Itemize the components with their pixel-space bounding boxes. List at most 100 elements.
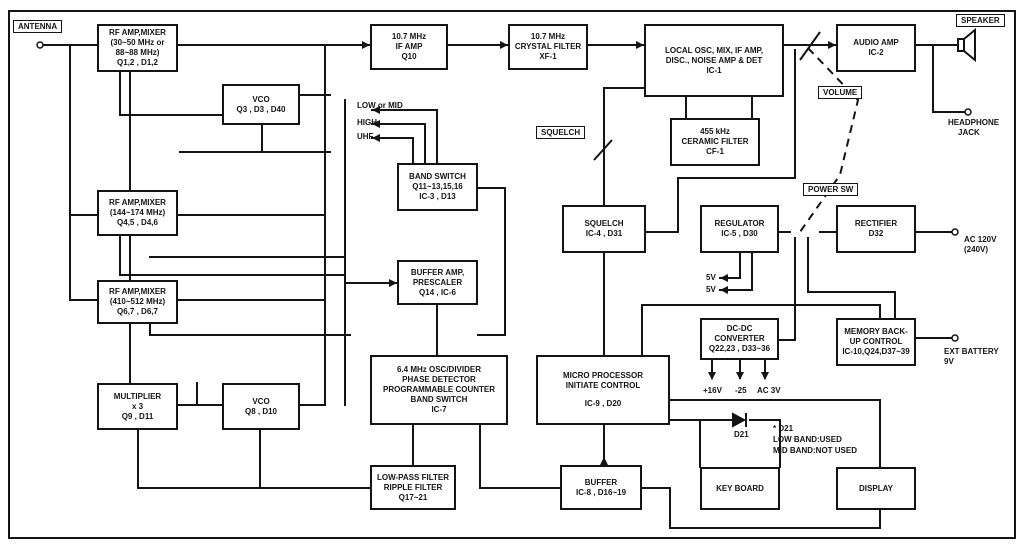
squelch-knob-tag: SQUELCH [536,126,586,139]
block-line: (410~512 MHz) [109,297,166,306]
buffer-ic8: BUFFER IC-8 , D16~19 [560,465,642,510]
block-line: RIPPLE FILTER [383,482,443,492]
low-or-mid-label: LOW or MID [357,101,403,110]
dc-dc-converter: DC-DC CONVERTER Q22,23 , D33~36 [700,318,779,360]
block-line: MICRO PROCESSOR [562,371,643,380]
block-line: 455 kHz [700,127,730,136]
keyboard: KEY BOARD [700,467,780,510]
mid-band-note: MID BAND:NOT USED [773,446,857,455]
block-line: VCO [252,396,270,406]
uhf-label: UHF [357,132,374,141]
block-line: RF AMP,MIXER [109,28,166,37]
rf-amp-mixer-2: RF AMP,MIXER (144~174 MHz) Q4,5 , D4,6 [97,190,178,236]
squelch-ic4: SQUELCH IC-4 , D31 [562,205,646,253]
block-line: (30~50 MHz or [110,38,165,47]
regulator-ic5: REGULATOR IC-5 , D30 [700,205,779,253]
block-line: XF-1 [539,52,557,61]
block-line: BAND SWITCH [410,395,468,404]
block-line: Q22,23 , D33~36 [708,344,771,353]
antenna-tag: ANTENNA [13,20,63,33]
out-25-label: -25 [735,386,747,395]
block-line: IC-1 [706,65,722,75]
ac-240v-label: (240V) [964,245,989,254]
block-line: RF AMP,MIXER [109,198,166,207]
block-line: IC-10,Q24,D37~39 [842,347,910,356]
speaker-tag: SPEAKER [956,14,1005,27]
block-line: REGULATOR [714,219,765,228]
v5-label-b: 5V [706,285,716,294]
out-ac3v-label: AC 3V [757,386,781,395]
block-line: IC-5 , D30 [721,229,758,238]
block-line: VCO [252,94,270,104]
crystal-filter: 10.7 MHz CRYSTAL FILTER XF-1 [508,24,588,70]
block-line: x 3 [131,401,144,411]
low-band-note: LOW BAND:USED [773,435,842,444]
power-sw-tag: POWER SW [803,183,859,196]
block-line: Q10 [401,52,417,61]
block-line: IF AMP [395,42,423,51]
block-line: CERAMIC FILTER [681,137,749,146]
block-line: SQUELCH [584,219,624,228]
block-line: UP CONTROL [849,337,903,346]
block-line: Q3 , D3 , D40 [236,104,286,114]
block-line: IC-2 [868,48,884,57]
block-line: LOCAL OSC, MIX, IF AMP, [664,45,764,55]
block-line: INITIATE CONTROL [565,381,641,390]
rf-amp-mixer-3: RF AMP,MIXER (410~512 MHz) Q6,7 , D6,7 [97,280,178,324]
block-line: LOW-PASS FILTER [377,472,449,482]
block-line: Q14 , IC-6 [419,287,456,297]
multiplier: MULTIPLIER x 3 Q9 , D11 [97,383,178,430]
vco-1: VCO Q3 , D3 , D40 [222,84,300,125]
block-line: CF-1 [706,147,724,156]
band-switch: BAND SWITCH Q11~13,15,16 IC-3 , D13 [397,163,478,211]
memory-backup-control: MEMORY BACK- UP CONTROL IC-10,Q24,D37~39 [836,318,916,366]
buffer-amp-prescaler: BUFFER AMP, PRESCALER Q14 , IC-6 [397,260,478,305]
ext-9v-label: 9V [944,357,954,366]
local-osc-ic1: LOCAL OSC, MIX, IF AMP, DISC., NOISE AMP… [644,24,784,97]
block-line: AUDIO AMP [853,38,899,47]
block-line: CRYSTAL FILTER [514,42,582,51]
volume-tag: VOLUME [818,86,863,99]
block-line: Q6,7 , D6,7 [117,307,158,316]
block-line: D32 [868,229,884,238]
headphone-label: HEADPHONE [948,118,1000,127]
block-line: PROGRAMMABLE COUNTER [383,385,495,394]
display: DISPLAY [836,467,916,510]
jack-label: JACK [958,128,980,137]
high-label: HIGH [357,118,377,127]
d21-note: * D21 [773,424,794,433]
block-line: IC-9 , D20 [584,399,622,408]
block-line: BAND SWITCH [409,172,466,181]
block-line: Q8 , D10 [244,406,277,416]
block-line: Q4,5 , D4,6 [117,218,158,227]
block-line: KEY BOARD [716,483,764,493]
block-line: IC-3 , D13 [419,192,456,201]
out-16v-label: +16V [703,386,722,395]
block-line: IC-7 [431,405,447,414]
block-line: BUFFER [584,477,618,487]
block-line: PRESCALER [412,277,463,287]
block-line: (144~174 MHz) [109,208,166,217]
if-amp: 10.7 MHz IF AMP Q10 [370,24,448,70]
ext-battery-label: EXT BATTERY [944,347,999,356]
block-line: IC-4 , D31 [585,229,623,238]
ceramic-filter: 455 kHz CERAMIC FILTER CF-1 [670,118,760,166]
d21-label: D21 [734,430,749,439]
block-line: CONVERTER [714,334,765,343]
block-line: DISPLAY [859,483,893,493]
vco-2: VCO Q8 , D10 [222,383,300,430]
rf-amp-mixer-1: RF AMP,MIXER (30~50 MHz or 88~88 MHz) Q1… [97,24,178,72]
block-line: MULTIPLIER [113,391,162,401]
block-line: MEMORY BACK- [844,327,908,336]
block-line: DISC., NOISE AMP & DET [665,55,763,65]
block-line: 10.7 MHz [391,32,427,41]
block-line: Q11~13,15,16 [412,182,463,191]
block-line: IC-8 , D16~19 [575,487,627,497]
micro-processor: MICRO PROCESSOR INITIATE CONTROL IC-9 , … [536,355,670,425]
block-line: Q17~21 [398,492,428,502]
low-pass-filter: LOW-PASS FILTER RIPPLE FILTER Q17~21 [370,465,456,510]
osc-divider-ic7: 6.4 MHz OSC/DIVIDER PHASE DETECTOR PROGR… [370,355,508,425]
block-line: Q1,2 , D1,2 [117,58,158,67]
